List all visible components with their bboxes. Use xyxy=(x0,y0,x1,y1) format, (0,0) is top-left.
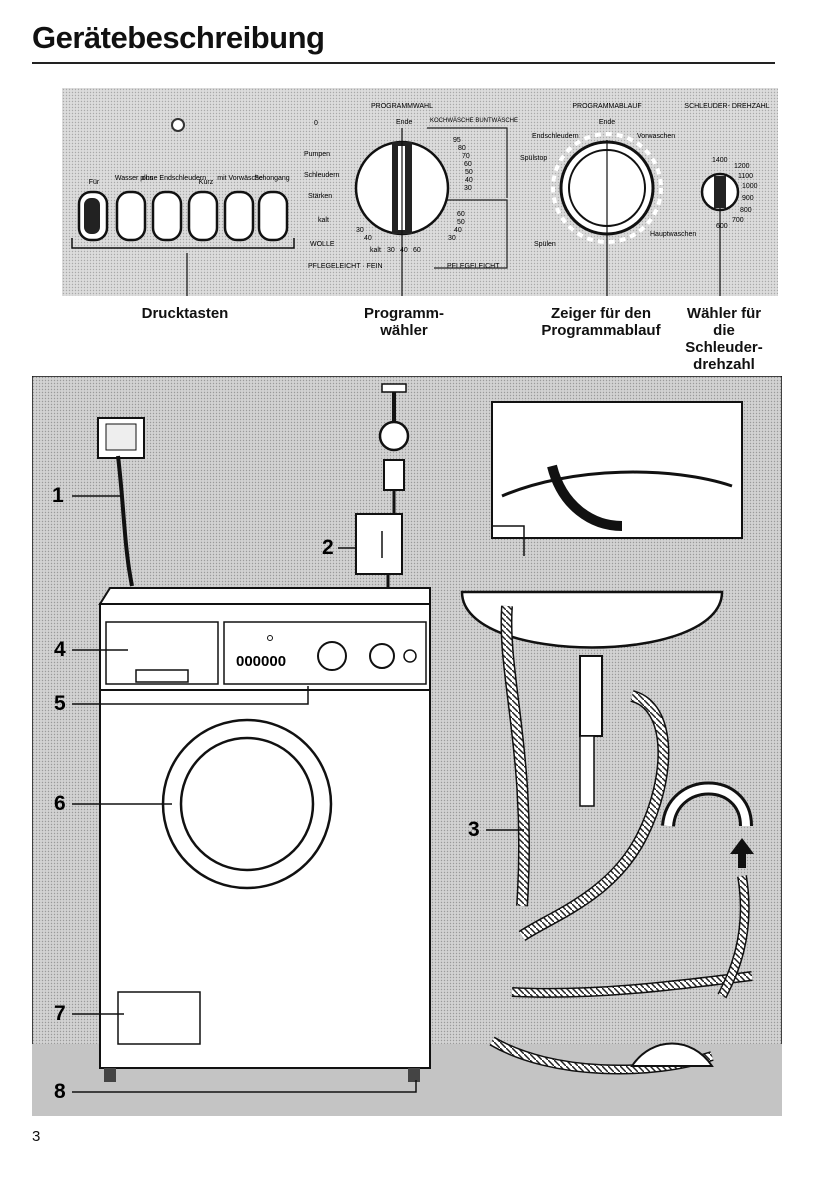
kalt-label: kalt xyxy=(318,217,329,224)
temp-label: 60 xyxy=(413,247,421,254)
progress-step: Vorwaschen xyxy=(637,133,675,140)
part-label-5: 5 xyxy=(54,692,66,715)
page-title: Gerätebeschreibung xyxy=(32,20,325,55)
program-selector: PROGRAMMWAHL 0 Pumpen Schleudern Stärken… xyxy=(304,103,518,296)
progress-step: Hauptwaschen xyxy=(650,231,696,238)
aquastop-box xyxy=(355,513,403,575)
program-left-label: Pumpen xyxy=(304,151,330,158)
spin-speed: 1000 xyxy=(742,183,758,190)
temp-label: 30 xyxy=(387,247,395,254)
part-label-4: 4 xyxy=(54,638,66,661)
temp-label: 70 xyxy=(462,153,470,160)
temp-label: 30 xyxy=(356,227,364,234)
part-label-2: 2 xyxy=(322,536,334,559)
button-label: mit Vorwäsche xyxy=(217,175,263,182)
push-buttons: Für Wasser plus ohne Endschleudern Kurz … xyxy=(71,175,295,249)
program-left-label: 0 xyxy=(314,120,318,127)
indicator-lamp xyxy=(171,118,185,132)
wolle-label: WOLLE xyxy=(310,241,335,248)
spin-speed: 600 xyxy=(716,223,728,230)
temp-label: kalt xyxy=(370,247,381,254)
spin-speed: 700 xyxy=(732,217,744,224)
washing-machine: 000000 xyxy=(98,587,431,1082)
button-label: ohne Endschleudern xyxy=(142,175,206,182)
page-number: 3 xyxy=(32,1128,41,1145)
progress-step: Spülen xyxy=(534,241,556,248)
progress-heading: PROGRAMMABLAUF xyxy=(572,103,641,110)
temp-label: 40 xyxy=(454,227,462,234)
button-label: Schongang xyxy=(254,175,290,182)
program-select-heading: PROGRAMMWAHL xyxy=(371,103,433,110)
spin-speed-selector: SCHLEUDER- DREHZAHL 1400 1200 1100 1000 … xyxy=(684,103,770,296)
button-row-display: 000000 xyxy=(236,653,286,670)
callout-spin: Wähler für die Schleuder- drehzahl xyxy=(685,305,763,373)
spin-speed: 1100 xyxy=(738,173,753,180)
temp-label: 30 xyxy=(448,235,456,242)
part-label-3: 3 xyxy=(468,818,480,841)
progress-step: Endschleudern xyxy=(532,133,579,140)
callout-program-select: Programm- wähler xyxy=(363,305,445,339)
temp-label: 80 xyxy=(458,145,466,152)
temp-label: 30 xyxy=(464,185,472,192)
wash-basin xyxy=(460,590,724,649)
temp-label: 40 xyxy=(400,247,408,254)
temp-label: 40 xyxy=(364,235,372,242)
washing-machine-scene: 000000 1 2 3 4 5 6 7 8 xyxy=(32,376,782,1116)
temp-label: 95 xyxy=(453,137,461,144)
program-progress-indicator: PROGRAMMABLAUF Ende Endschleudern Vorwas… xyxy=(520,103,696,296)
water-tap xyxy=(381,383,407,393)
part-label-6: 6 xyxy=(54,792,66,815)
progress-end-label: Ende xyxy=(599,119,615,126)
temp-label: 50 xyxy=(457,219,465,226)
control-panel-illustration: Für Wasser plus ohne Endschleudern Kurz … xyxy=(62,88,778,296)
callout-progress: Zeiger für den Programmablauf xyxy=(541,305,661,339)
pflegeleicht-label: PFLEGELEICHT xyxy=(447,263,500,270)
button-label: Für xyxy=(89,179,100,186)
program-left-label: Schleudern xyxy=(304,172,340,179)
temp-label: 50 xyxy=(465,169,473,176)
service-flap xyxy=(117,991,201,1045)
title-rule xyxy=(32,62,775,64)
progress-step: Spülstop xyxy=(520,155,547,162)
spin-speed: 900 xyxy=(742,195,754,202)
button-label: Wasser plus xyxy=(115,175,154,182)
button-label: Kurz xyxy=(199,179,214,186)
part-label-1: 1 xyxy=(52,484,64,507)
hose-hook-detail xyxy=(491,401,743,539)
part-label-7: 7 xyxy=(54,1002,66,1025)
program-end-label: Ende xyxy=(396,119,412,126)
part-label-8: 8 xyxy=(54,1080,66,1103)
temp-label: 60 xyxy=(457,211,465,218)
spin-speed: 800 xyxy=(740,207,752,214)
spin-heading: SCHLEUDER- DREHZAHL xyxy=(684,103,769,110)
program-left-label: Stärken xyxy=(308,193,332,200)
temp-label: 40 xyxy=(465,177,473,184)
temp-label: 60 xyxy=(464,161,472,168)
spin-speed: 1400 xyxy=(712,157,728,164)
kochwaesche-label: KOCHWÄSCHE BUNTWÄSCHE xyxy=(430,117,518,124)
spin-speed: 1200 xyxy=(734,163,750,170)
callout-buttons: Drucktasten xyxy=(141,305,229,322)
fein-label: PFLEGELEICHT · FEIN xyxy=(308,263,383,270)
